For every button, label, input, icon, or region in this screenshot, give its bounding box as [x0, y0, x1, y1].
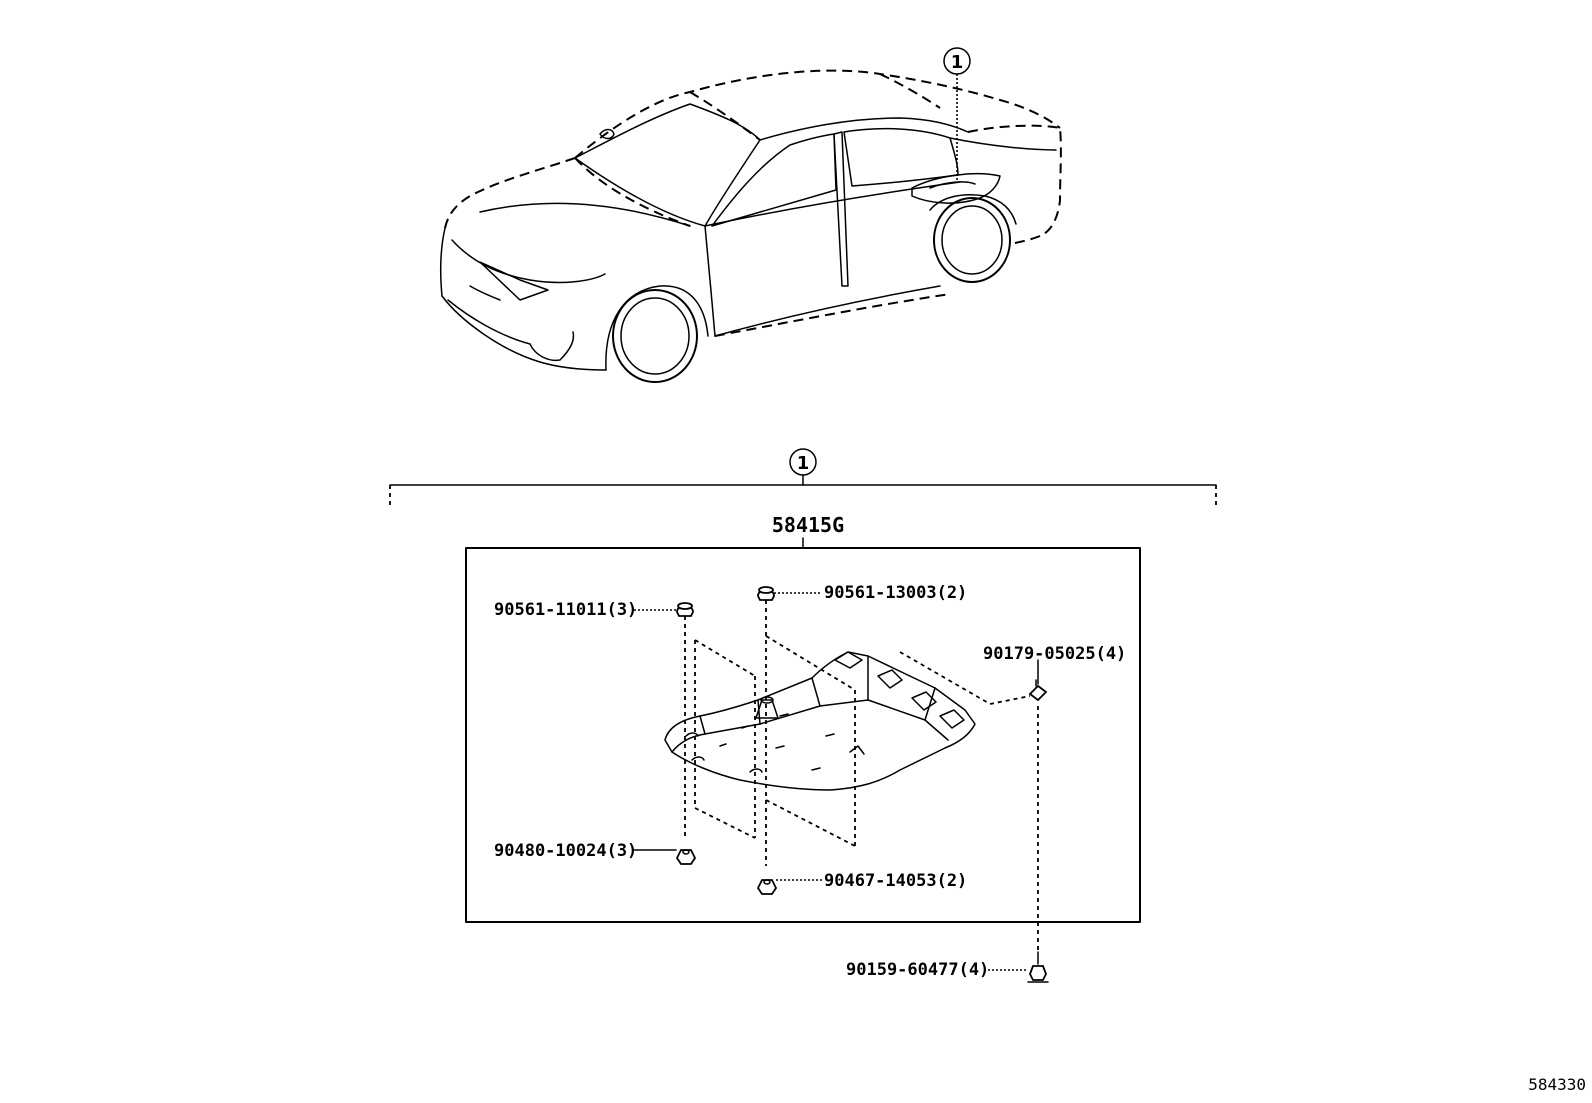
bolt-bottom-icon	[1027, 951, 1049, 983]
car-callout: 1	[943, 47, 971, 180]
fasteners	[675, 586, 1049, 983]
part-label-nut-left: 90480-10024(3)	[494, 841, 637, 861]
part-label-clip-top: 90561-13003(2)	[824, 583, 967, 603]
nut-center-icon	[756, 879, 778, 895]
callout-number-car: 1	[951, 52, 964, 73]
assembly-guides	[684, 600, 1039, 950]
leader-lines	[633, 592, 1039, 971]
nut-left-icon	[675, 849, 697, 865]
callout-number-section: 1	[797, 453, 810, 474]
car-illustration	[440, 69, 1062, 383]
undercover-panel	[664, 651, 976, 791]
clip-left-icon	[676, 602, 694, 617]
part-label-bolt-bottom: 90159-60477(4)	[846, 960, 989, 980]
part-label-clip-right: 90179-05025(4)	[983, 644, 1126, 664]
clip-top-icon	[757, 586, 775, 601]
part-label-nut-center: 90467-14053(2)	[824, 871, 967, 891]
assembly-frame	[465, 547, 1141, 923]
assembly-part-number: 58415G	[772, 513, 844, 537]
part-label-clip-left: 90561-11011(3)	[494, 600, 637, 620]
clip-right-icon	[1028, 679, 1048, 702]
section-bracket: 1	[389, 448, 1217, 508]
diagram-reference-code: 584330	[1528, 1075, 1586, 1094]
